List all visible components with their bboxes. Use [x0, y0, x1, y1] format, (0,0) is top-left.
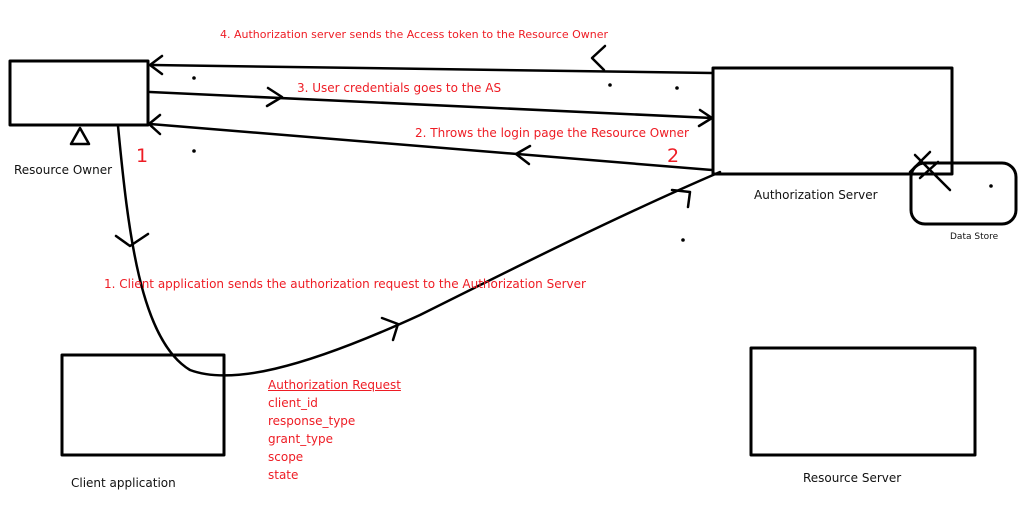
step4-annotation: 4. Authorization server sends the Access…: [220, 28, 609, 41]
param-item: scope: [268, 450, 304, 464]
data-store-link-c: [918, 160, 940, 180]
arrowhead-step3-icon: [697, 108, 714, 128]
data-store-box: [909, 161, 1018, 226]
arrowhead-step1-b-icon: [380, 316, 400, 342]
client-application-label: Client application: [71, 476, 176, 490]
arrowhead-step3-mid-icon: [265, 86, 284, 108]
data-store-label: Data Store: [950, 232, 999, 242]
arrowhead-step2-mid-icon: [514, 144, 532, 166]
client-application-box: [60, 353, 226, 457]
authorization-server-box: [711, 66, 954, 176]
param-item: client_id: [268, 396, 318, 410]
flow-line-step3: [148, 90, 714, 120]
stray-dots: [192, 76, 993, 242]
arrowhead-step4-mid-icon: [590, 44, 607, 72]
step1-annotation: 1. Client application sends the authoriz…: [104, 277, 586, 291]
flow-line-step4: [150, 63, 714, 75]
arrowhead-step1-a-icon: [114, 232, 150, 248]
authorization-request-block: Authorization Request client_id response…: [268, 376, 401, 484]
resource-server-box: [749, 346, 977, 457]
flow-line-step2: [148, 122, 714, 172]
arrowhead-step2-icon: [147, 113, 162, 136]
param-item: grant_type: [268, 432, 334, 446]
resource-server-label: Resource Server: [803, 471, 902, 485]
resource-owner-label: Resource Owner: [14, 163, 113, 177]
flow-line-step1: [116, 124, 722, 377]
actor-triangle-icon: [69, 126, 91, 146]
authorization-request-title: Authorization Request: [268, 378, 401, 392]
data-store-link-b: [908, 150, 932, 174]
step2-annotation: 2. Throws the login page the Resource Ow…: [415, 126, 689, 140]
marker-two: 2: [667, 145, 680, 167]
resource-owner-box: [8, 59, 150, 127]
arrowhead-step1-c-icon: [670, 188, 692, 209]
param-item: response_type: [268, 414, 356, 428]
param-item: state: [268, 468, 299, 482]
marker-one: 1: [136, 145, 149, 167]
authorization-server-label: Authorization Server: [754, 188, 878, 202]
arrowhead-step4-icon: [148, 54, 164, 76]
step3-annotation: 3. User credentials goes to the AS: [297, 81, 502, 95]
